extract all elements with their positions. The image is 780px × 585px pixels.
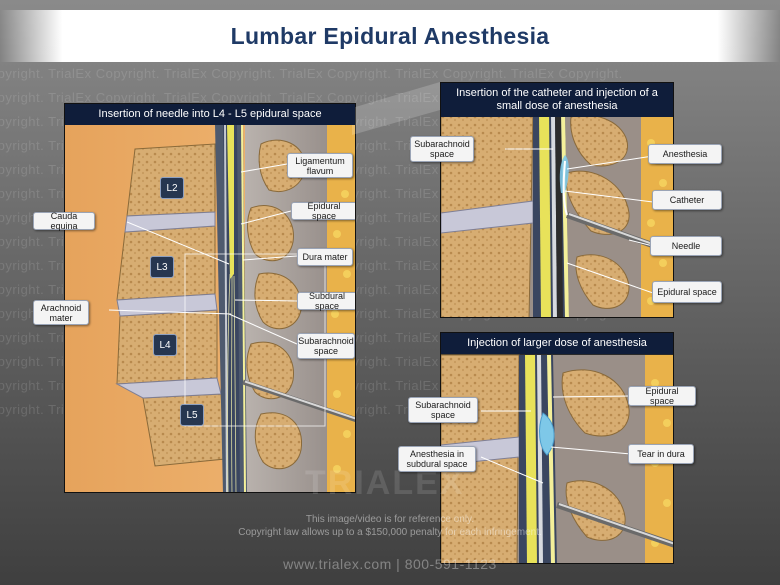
callout-ligamentum-flavum: Ligamentum flavum xyxy=(287,153,353,178)
callout-needle: Needle xyxy=(650,236,722,256)
vertebra-label-l2: L2 xyxy=(160,177,184,199)
vertebra-label-l4: L4 xyxy=(153,334,177,356)
footer-url: www.trialex.com | 800-591-1123 xyxy=(283,556,497,572)
footer-disclaimer-line1: This image/video is for reference only. xyxy=(305,514,475,525)
callout-subarachnoid-space: Subarachnoid space xyxy=(410,136,474,162)
callout-subarachnoid-space: Subarachnoid space xyxy=(408,397,478,423)
callout-catheter: Catheter xyxy=(652,190,722,210)
callout-tear-in-dura: Tear in dura xyxy=(628,444,694,464)
callout-epidural-space: Epidural space xyxy=(628,386,696,406)
callout-epidural-space: Epidural space xyxy=(652,281,722,303)
footer-disclaimer-line2: Copyright law allows up to a $150,000 pe… xyxy=(238,527,542,538)
page-title: Lumbar Epidural Anesthesia xyxy=(230,22,550,49)
callout-dura-mater: Dura mater xyxy=(297,248,353,266)
callout-anesthesia: Anesthesia xyxy=(648,144,722,164)
watermark-line: Copyright. TrialEx Copyright. TrialEx Co… xyxy=(0,66,623,81)
catheter-illustration xyxy=(441,112,673,317)
vertebra-label-l3: L3 xyxy=(150,256,174,278)
callout-subarachnoid-space: Subarachnoid space xyxy=(297,333,355,359)
title-banner: Lumbar Epidural Anesthesia xyxy=(0,10,780,62)
panel-catheter-insertion: Insertion of the catheter and injection … xyxy=(440,82,674,318)
callout-epidural-space: Epidural space xyxy=(291,201,355,221)
callout-cauda-equina: Cauda equina xyxy=(33,211,95,231)
callout-anesthesia-subdural: Anesthesia in subdural space xyxy=(398,446,476,472)
vertebra-label-l5: L5 xyxy=(180,404,204,426)
panel-needle-insertion: Insertion of needle into L4 - L5 epidura… xyxy=(64,103,356,493)
panel-header: Injection of larger dose of anesthesia xyxy=(441,333,673,354)
panel-header: Insertion of needle into L4 - L5 epidura… xyxy=(65,104,355,125)
panel-header: Insertion of the catheter and injection … xyxy=(441,83,673,117)
callout-arachnoid-mater: Arachnoid mater xyxy=(33,300,89,325)
callout-subdural-space: Subdural space xyxy=(297,291,355,311)
